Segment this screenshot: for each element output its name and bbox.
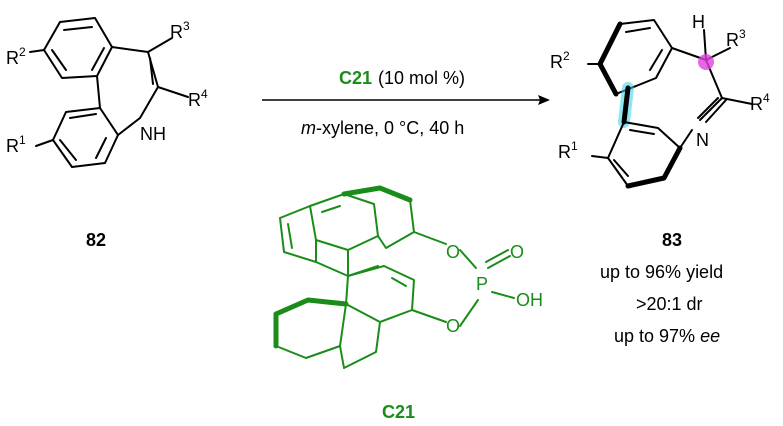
product-n-label: N — [696, 130, 709, 150]
product-yield-text: up to 96% yield — [600, 262, 723, 282]
catalyst-p: P — [476, 274, 488, 294]
catalyst-o-double: O — [510, 242, 524, 262]
product-r2-label: R2 — [550, 49, 570, 72]
catalyst-oh: OH — [516, 290, 543, 310]
reactant-r4-label: R4 — [188, 87, 208, 110]
product-compound-number: 83 — [662, 230, 682, 250]
catalyst-c21-label: C21 — [382, 402, 415, 422]
reactant-r3-label: R3 — [170, 19, 190, 42]
reactant-r2-label: R2 — [6, 45, 26, 68]
product-r4-label: R4 — [750, 91, 770, 114]
reactant-nh-label: NH — [140, 124, 166, 144]
product-r1-label: R1 — [558, 139, 578, 162]
catalyst-o-bottom: O — [446, 316, 460, 336]
reactant-compound-number: 82 — [86, 230, 106, 250]
product-h-label: H — [692, 12, 705, 32]
stereocenter-highlight — [698, 54, 714, 70]
reaction-arrow — [262, 95, 550, 105]
catalyst-c21-structure — [273, 185, 515, 369]
product-r3-label: R3 — [726, 27, 746, 50]
conditions-solvent-line: m-xylene, 0 °C, 40 h — [301, 118, 464, 138]
product-ee-text: up to 97% ee — [614, 326, 720, 346]
product-dr-text: >20:1 dr — [636, 294, 703, 314]
conditions-catalyst-line: C21(10 mol %) — [339, 68, 465, 88]
reactant-r1-label: R1 — [6, 133, 26, 156]
reactant-structure — [29, 17, 189, 168]
catalyst-o-top: O — [446, 242, 460, 262]
